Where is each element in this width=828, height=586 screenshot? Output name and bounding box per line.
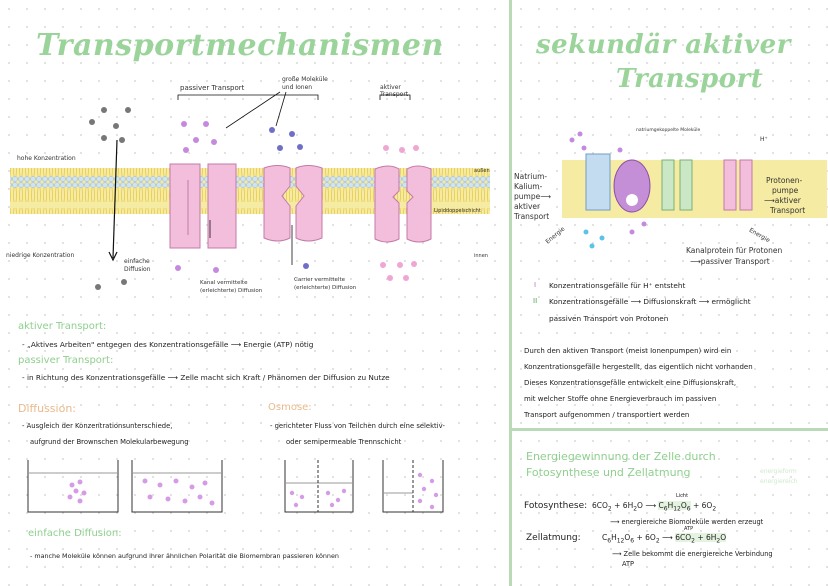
paragraph-line-3: Dieses Konzentrationsgefälle entwickelt … <box>524 379 737 387</box>
fotosynthese-result: ⟶ energiereiche Biomoleküle werden erzeu… <box>610 518 764 526</box>
kanal-protein <box>169 163 237 249</box>
label-kanalprotein-2: ⟶passiver Transport <box>690 257 770 266</box>
heading-einfache-diffusion: einfache Diffusion: <box>28 528 122 539</box>
fotosynthese-equation: 6CO2 + 6H2O ⟶ C6H12O6 + 6O2 <box>592 501 717 513</box>
carrier-protein <box>263 165 323 242</box>
page-title-sekundaer-1: sekundär aktiver <box>536 30 791 60</box>
paragraph-line-2: Konzentrationsgefälle hergestellt, das e… <box>524 363 753 371</box>
label-ionen: und Ionen <box>282 84 313 91</box>
label-natrium-4: aktiver <box>514 202 541 211</box>
label-small-molecules: natriumgekoppelte Moleküle <box>636 128 701 133</box>
label-einfache-1: einfache <box>124 258 150 265</box>
label-hohe-konzentration: hohe Konzentration <box>17 155 76 162</box>
text-osmose-2: oder semipermeable Trennschicht <box>286 438 402 446</box>
fotosynthese-label: Fotosynthese: <box>524 501 588 511</box>
label-kanal-2: (erleichterte) Diffusion <box>200 288 263 294</box>
heading-osmose: Osmose: <box>268 402 312 413</box>
label-natrium-2: Kalium- <box>514 182 543 191</box>
text-osmose-1: - gerichteter Fluss von Teilchen durch e… <box>270 422 445 430</box>
label-aussen: außen <box>474 168 490 174</box>
zellatmung-result-2: ATP <box>622 560 635 568</box>
paragraph-line-5: Transport aufgenommen / transportiert we… <box>524 411 690 419</box>
page-title-transportmechanismen: Transportmechanismen <box>36 28 444 63</box>
label-protonen-1: Protonen- <box>766 176 803 185</box>
label-carrier-2: (erleichterte) Diffusion <box>294 285 357 291</box>
zellatmung-atp: ATP <box>684 526 694 532</box>
label-einfache-2: Diffusion <box>124 266 151 273</box>
text-einfache-diffusion: - manche Moleküle können aufgrund ihrer … <box>30 552 339 560</box>
label-kanal-1: Kanal vermittelte <box>200 280 248 286</box>
left-page <box>0 0 509 586</box>
item-2-text-2: passiven Transport von Protonen <box>549 314 669 323</box>
secondary-transport-diagram <box>562 131 827 249</box>
zellatmung-label: Zellatmung: <box>526 533 581 543</box>
label-grosse-molekuele: große Moleküle <box>282 76 328 83</box>
section-divider <box>512 428 828 431</box>
label-protonen-4: Transport <box>770 206 806 215</box>
paragraph-line-4: mit welcher Stoffe ohne Energieverbrauch… <box>524 395 717 403</box>
label-natrium-5: Transport <box>514 212 550 221</box>
page-divider <box>509 0 512 586</box>
item-1-text: Konzentrationsgefälle für H⁺ entsteht <box>549 281 686 290</box>
pump-protein <box>374 165 432 243</box>
molecule-dots <box>89 91 419 290</box>
label-innen: innen <box>474 253 488 259</box>
label-natrium-1: Natrium- <box>514 172 548 181</box>
label-carrier-1: Carrier vermittelte <box>294 277 346 283</box>
item-1-number: I <box>534 281 537 289</box>
text-diffusion-1: - Ausgleich der Konzentrationsunterschie… <box>22 422 173 430</box>
text-diffusion-2: aufgrund der Brownschen Molekularbewegun… <box>30 438 189 446</box>
right-page <box>512 0 828 586</box>
beaker-diagrams <box>27 460 444 513</box>
label-aktiver-top-2: Transport <box>380 91 409 98</box>
item-2-text: Konzentrationsgefälle ⟶ Diffusionskraft … <box>549 297 751 306</box>
watermark-2: energiereich <box>760 478 798 485</box>
text-aktiver-transport: - „Aktives Arbeiten" entgegen des Konzen… <box>22 340 314 349</box>
text-passiver-transport: - in Richtung des Konzentrationsgefälle … <box>22 373 390 382</box>
label-hplus: H⁺ <box>760 136 768 143</box>
item-2-number: II <box>533 297 538 305</box>
label-lipiddoppelschicht: Lipiddoppelschicht <box>434 208 481 214</box>
heading-energiegewinnung-1: Energiegewinnung der Zelle durch <box>526 450 716 463</box>
label-aktiver-top-1: aktiver <box>380 84 401 91</box>
label-passiver-transport-top: passiver Transport <box>180 84 245 92</box>
label-niedrige-konzentration: niedrige Konzentration <box>6 252 75 259</box>
heading-energiegewinnung-2: Fotosynthese und Zellatmung <box>526 466 691 479</box>
zellatmung-equation: C6H12O6 + 6O2 ⟶ 6CO2 + 6H2O <box>602 533 727 545</box>
label-kanalprotein-1: Kanalprotein für Protonen <box>686 246 783 255</box>
paragraph-line-1: Durch den aktiven Transport (meist Ionen… <box>524 347 732 355</box>
label-natrium-3: pumpe⟶ <box>514 192 551 201</box>
label-protonen-2: pumpe <box>772 186 799 195</box>
fotosynthese-light: Licht <box>676 493 689 499</box>
page-title-sekundaer-2: Transport <box>616 64 764 94</box>
heading-passiver-transport: passiver Transport: <box>18 355 114 366</box>
heading-diffusion: Diffussion: <box>18 402 77 415</box>
heading-aktiver-transport: aktiver Transport: <box>18 321 107 332</box>
label-protonen-3: ⟶aktiver <box>764 196 801 205</box>
zellatmung-result-1: ⟶ Zelle bekommt die energiereiche Verbin… <box>612 550 773 558</box>
watermark-1: energieform <box>760 468 797 475</box>
